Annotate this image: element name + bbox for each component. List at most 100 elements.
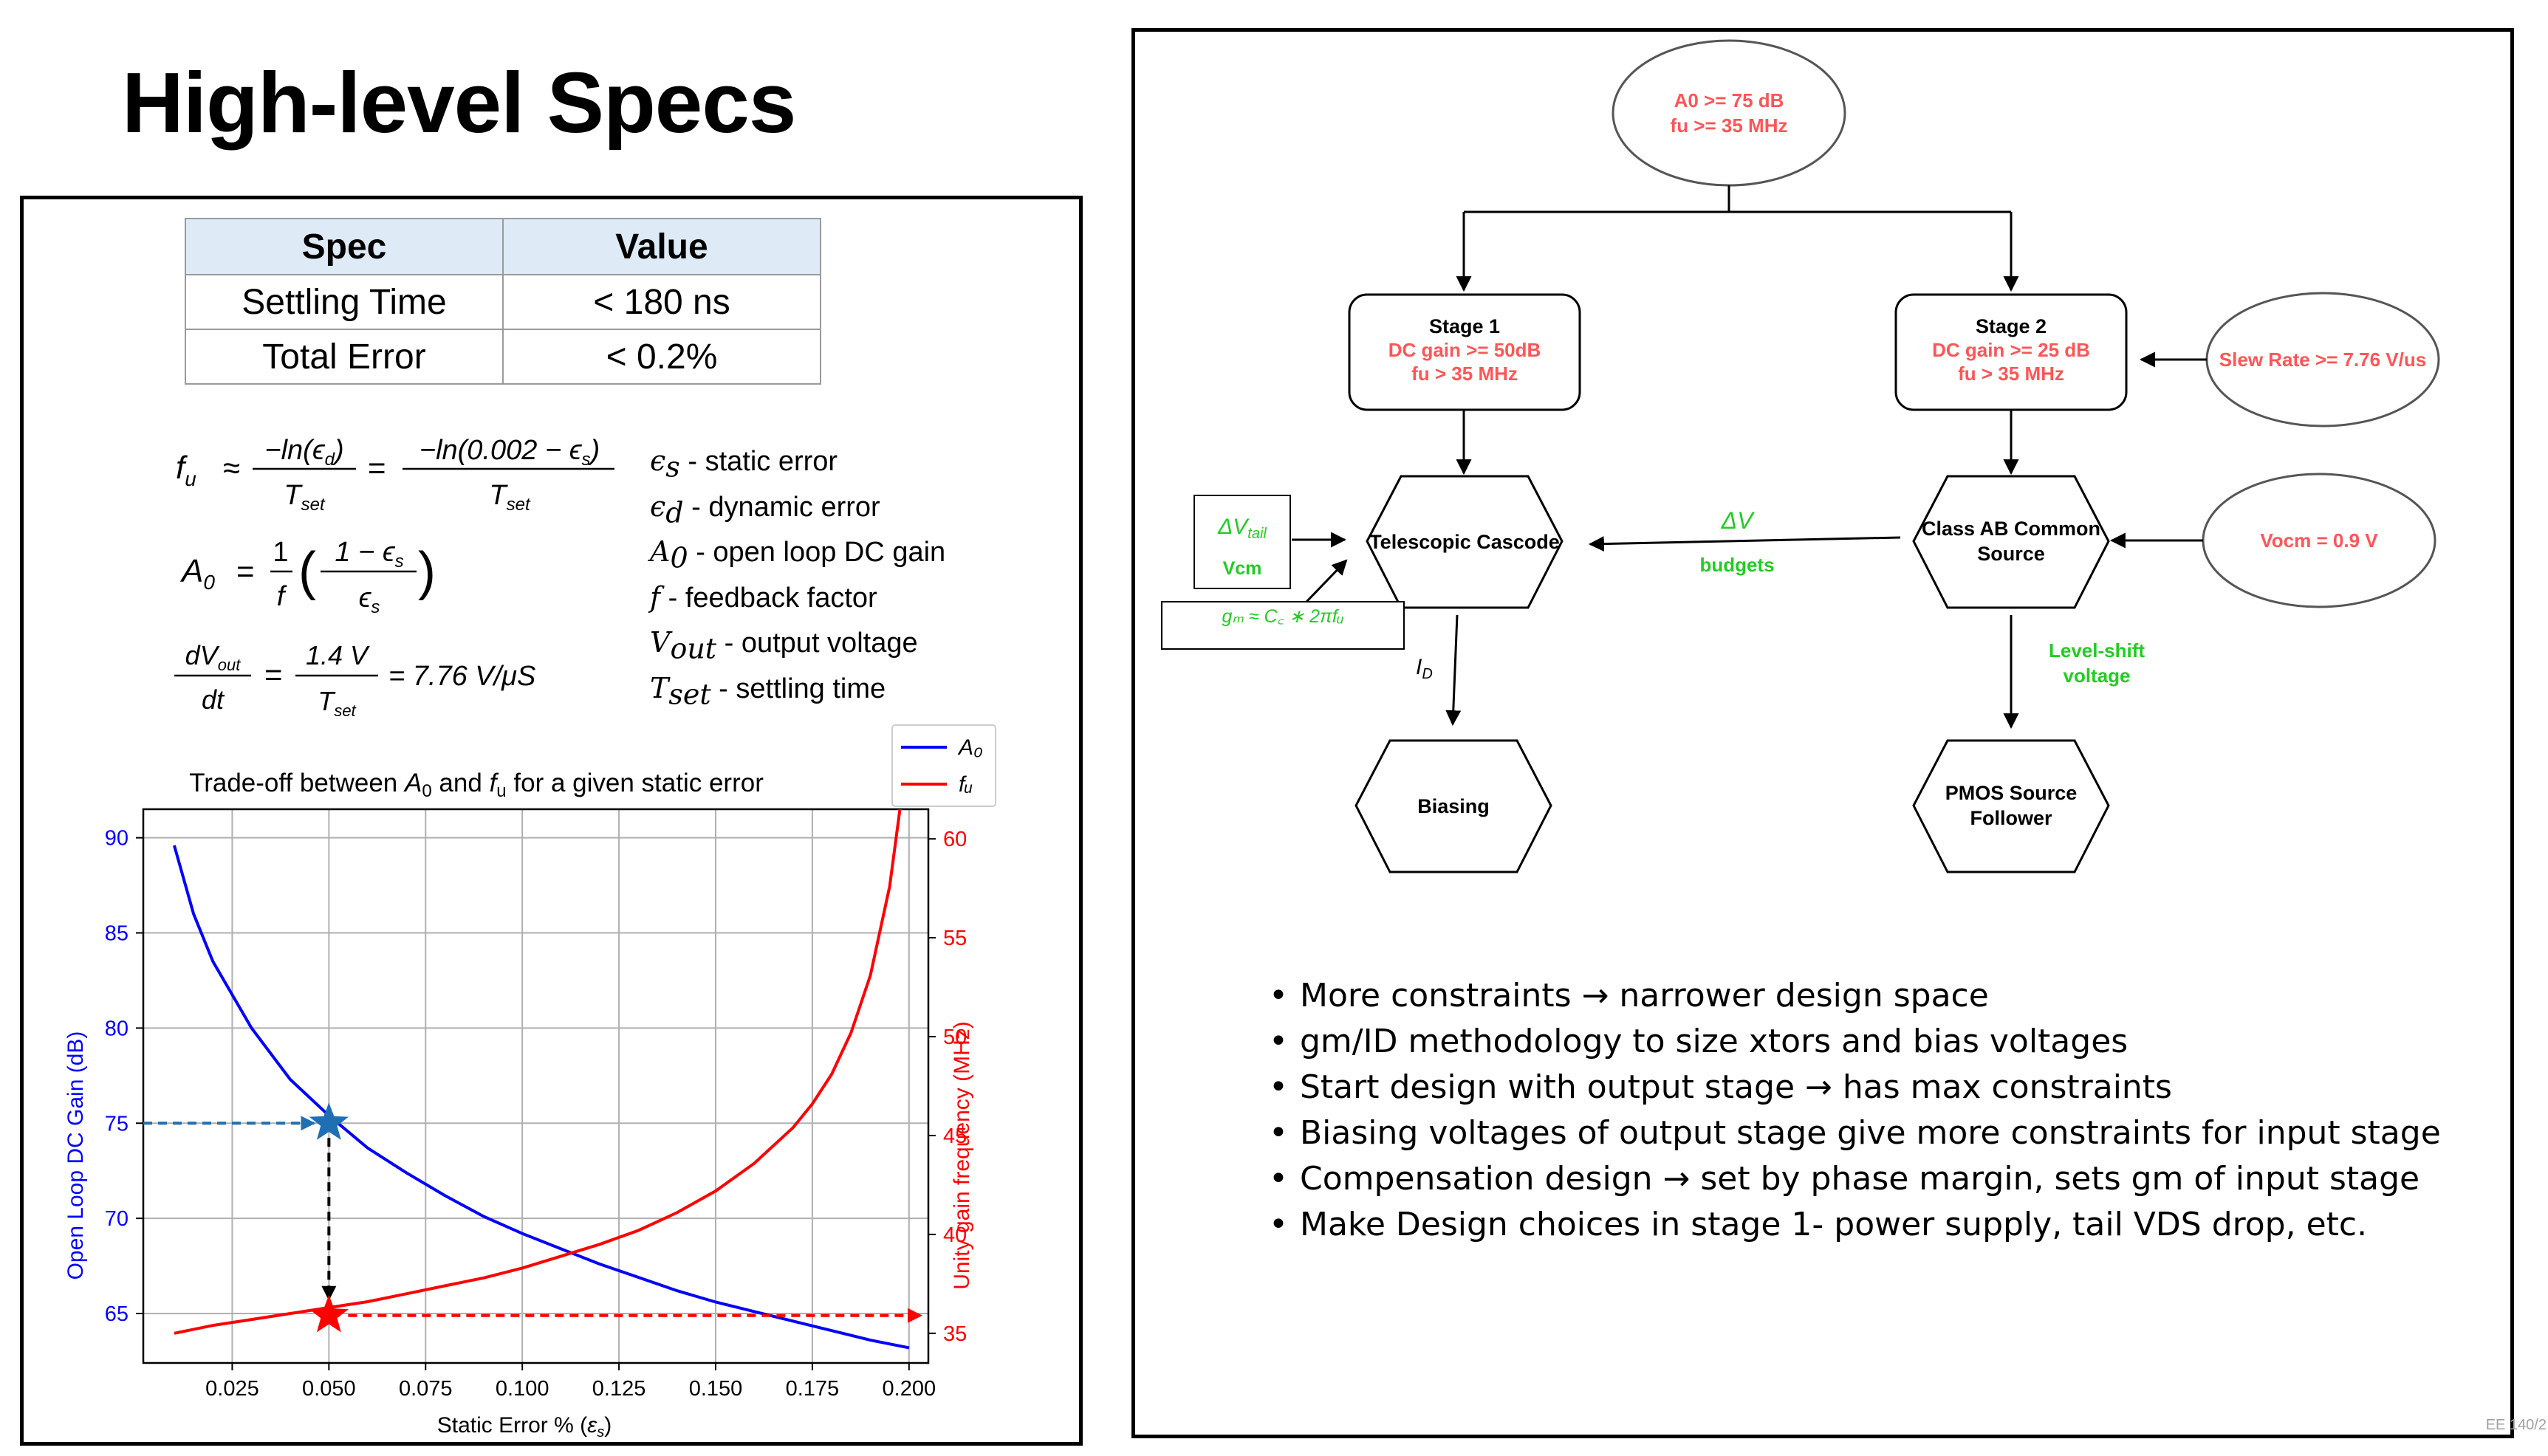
stage2-title: Stage 2 <box>1976 315 2047 337</box>
vtail-label: ΔVtail <box>1217 515 1267 542</box>
vocm-label: Vocm = 0.9 V <box>2260 529 2378 552</box>
telescopic-label: Telescopic Cascode <box>1369 531 1560 553</box>
eq1-den2: Tset <box>489 480 531 515</box>
paren-right: ) <box>418 542 436 601</box>
legend-row: A0 - open loop DC gain <box>650 535 946 574</box>
list-item: More constraints → narrower design space <box>1256 973 2441 1019</box>
pmos-line2: Follower <box>1970 807 2052 829</box>
equals-sign: = <box>264 657 283 692</box>
legend-label-a0: A₀ <box>957 735 983 760</box>
top-spec-line1: A0 >= 75 dB <box>1674 89 1784 111</box>
x-tick-label: 0.025 <box>205 1377 259 1401</box>
level-shift-line2: voltage <box>2063 665 2130 687</box>
gm-box <box>1161 601 1405 650</box>
fu-star-marker <box>309 1294 349 1333</box>
x-tick-label: 0.150 <box>689 1377 743 1401</box>
table-cell: < 180 ns <box>502 274 821 330</box>
chart-series <box>172 809 910 1350</box>
y-axis-left-label: Open Loop DC Gain (dB) <box>64 1031 88 1280</box>
eq3-lhs-num: dVout <box>185 640 242 674</box>
plot-frame <box>142 808 930 1364</box>
a0-star-marker <box>309 1102 349 1140</box>
x-axis-label: Static Error % (εs) <box>437 1413 612 1440</box>
chart-annotations <box>143 1102 922 1333</box>
equals-sign: = <box>368 450 386 485</box>
eq2-frac1-num: 1 <box>273 537 288 568</box>
pmos-node <box>1912 739 2110 873</box>
y-right-tick-label: 50 <box>943 1026 967 1049</box>
table-header-row: Spec Value <box>185 218 821 275</box>
bullet-list: More constraints → narrower design space… <box>1256 973 2441 1248</box>
y-left-tick-label: 85 <box>105 922 129 946</box>
y-right-tick-label: 60 <box>943 828 967 851</box>
y-right-tick-label: 40 <box>943 1223 967 1247</box>
tradeoff-chart: Trade-off between A0 and fu for a given … <box>64 724 996 1440</box>
y-axis-right-label: Unity gain frequency (MHz) <box>950 1021 974 1289</box>
eq1-lhs: fu <box>176 450 196 490</box>
x-tick-label: 0.075 <box>399 1377 453 1401</box>
x-tick-label: 0.200 <box>883 1377 936 1401</box>
budgets-label: budgets <box>1699 554 1774 576</box>
table-row: Settling Time < 180 ns <box>185 274 821 330</box>
y-left-tick-label: 80 <box>105 1017 129 1040</box>
y-right-tick-label: 35 <box>943 1322 967 1346</box>
page-title: High-level Specs <box>122 55 796 151</box>
classab-line1: Class AB Common <box>1922 518 2100 540</box>
table-cell: < 0.2% <box>502 329 821 385</box>
eq2-frac2-den: ϵs <box>359 583 380 617</box>
chart-grid <box>143 809 928 1363</box>
eq1-den: Tset <box>284 480 326 515</box>
chart-axes: 0.025 0.050 0.075 0.100 0.125 0.150 0.175 0.200… <box>105 808 967 1401</box>
eq3-lhs-den: dt <box>202 684 225 715</box>
chart-title: Trade-off between A0 and fu for a given … <box>189 769 764 801</box>
x-tick-label: 0.100 <box>496 1377 549 1401</box>
paren-left: ( <box>298 542 316 601</box>
top-spec-line2: fu >= 35 MHz <box>1671 114 1788 137</box>
stage1-line2: fu > 35 MHz <box>1411 363 1518 385</box>
eq2-frac1-den: f <box>277 581 287 612</box>
arrow-classab-to-telescopic <box>1588 536 1901 552</box>
vtail-box <box>1193 495 1291 589</box>
eq2-lhs: A0 <box>179 553 215 594</box>
biasing-node <box>1355 739 1552 873</box>
x-tick-label: 0.175 <box>786 1377 840 1401</box>
table-cell: Total Error <box>185 329 504 385</box>
legend-row: Vout - output voltage <box>650 626 918 665</box>
x-tick-label: 0.125 <box>592 1377 646 1401</box>
series-a0-line <box>172 845 910 1350</box>
arrow-telescopic-to-biasing <box>1445 614 1462 727</box>
table-header: Spec <box>185 218 504 275</box>
legend-row: Tset - settling time <box>650 671 886 711</box>
list-item: Compensation design → set by phase margi… <box>1256 1156 2441 1202</box>
variable-legend: ϵs - static error ϵd - dynamic error A0 … <box>650 442 945 715</box>
legend-row: f - feedback factor <box>650 580 877 614</box>
pmos-line1: PMOS Source <box>1945 782 2078 804</box>
equals-sign: = <box>236 554 255 588</box>
legend-row: ϵd - dynamic error <box>650 490 880 529</box>
stage2-line2: fu > 35 MHz <box>1958 363 2064 385</box>
table-cell: Settling Time <box>185 274 504 330</box>
eq1-num2: −ln(0.002 − ϵs) <box>419 435 600 470</box>
list-item: gm/ID methodology to size xtors and bias… <box>1256 1019 2441 1065</box>
arrow-gm-to-telescopic <box>1305 559 1348 603</box>
legend-label-fu: fᵤ <box>959 772 973 797</box>
telescopic-node <box>1366 475 1564 609</box>
legend-box <box>891 724 996 807</box>
legend-row: ϵs - static error <box>650 444 838 484</box>
spec-table: Spec Value Settling Time < 180 ns Total … <box>185 218 821 385</box>
eq2-frac2-num: 1 − ϵs <box>335 537 403 571</box>
x-tick-label: 0.050 <box>302 1377 356 1401</box>
classab-node <box>1912 475 2110 609</box>
table-header: Value <box>502 218 821 275</box>
vcm-label: Vcm <box>1223 558 1262 579</box>
biasing-label: Biasing <box>1417 795 1490 817</box>
gm-formula: gₘ ≈ C꜀ ∗ 2πfᵤ <box>1222 606 1343 627</box>
delta-v-label: ΔV <box>1721 507 1755 534</box>
eq3-result: = 7.76 V/μS <box>388 661 535 692</box>
list-item: Biasing voltages of output stage give mo… <box>1256 1110 2441 1156</box>
y-left-tick-label: 70 <box>105 1207 129 1231</box>
eq1-num1: −ln(ϵd) <box>264 435 343 470</box>
y-left-tick-label: 65 <box>105 1302 129 1326</box>
eq3-rhs-num: 1.4 V <box>306 640 370 670</box>
level-shift-line1: Level-shift <box>2049 639 2145 662</box>
